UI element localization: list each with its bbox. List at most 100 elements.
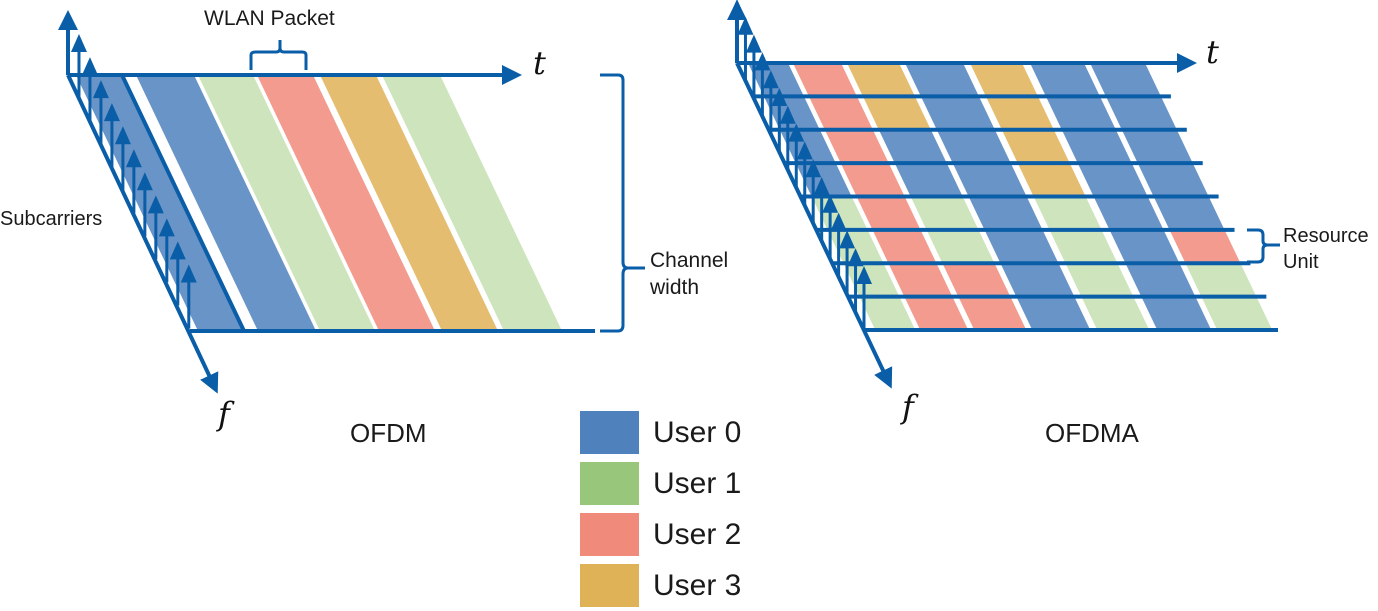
resource-unit-user-2 (958, 296, 1027, 330)
subcarrier-arrowhead (158, 218, 175, 237)
subcarrier-arrowhead (830, 212, 847, 231)
user-legend: User 0 User 1 User 2 User 3 (580, 407, 741, 611)
resource-unit-user-3 (985, 96, 1054, 130)
subcarrier-arrowhead (847, 248, 864, 267)
resource-unit-user-3 (970, 63, 1038, 97)
resource-unit-label-line2: Unit (1283, 251, 1319, 273)
ofdma-t-axis-label: t (1206, 33, 1219, 71)
resource-unit-user-2 (942, 263, 1011, 297)
legend-swatch-user-1 (580, 462, 639, 505)
ofdma-freq-axis (735, 62, 893, 389)
subcarrier-arrowhead (81, 57, 98, 76)
legend-swatch-user-2 (580, 513, 639, 556)
ofdm-f-axis-label: f (216, 395, 235, 433)
subcarrier-arrowhead (745, 34, 762, 53)
subcarrier-arrowhead (771, 88, 788, 106)
resource-unit-user-1 (1049, 229, 1118, 264)
resource-unit-brace (1247, 228, 1280, 264)
channel-width-label-line2: width (649, 276, 699, 299)
legend-swatch-user-0 (580, 411, 639, 454)
legend-item: User 1 (580, 458, 741, 509)
legend-item: User 2 (580, 509, 741, 560)
resource-unit-user-0 (1030, 63, 1100, 97)
resource-unit-user-2 (888, 263, 953, 297)
resource-unit-user-1 (1201, 296, 1273, 330)
legend-label: User 2 (653, 517, 742, 551)
legend-label: User 0 (653, 415, 742, 449)
ofdma-resource-grid (748, 63, 1273, 330)
resource-unit-user-3 (847, 63, 915, 97)
ofdma-subcarrier-arrows (729, 0, 872, 330)
ofdm-t-axis-label: t (533, 44, 546, 82)
ofdm-panel: WLAN Packet Subcarriers Channel width t … (0, 7, 728, 448)
resource-unit-user-0 (1109, 229, 1180, 264)
resource-unit-user-2 (1169, 229, 1241, 264)
ofdm-subcarrier-arrows (60, 11, 197, 329)
resource-unit-user-2 (840, 163, 905, 197)
resource-unit-user-1 (926, 229, 995, 264)
wlan-packet-label: WLAN Packet (204, 7, 335, 30)
resource-unit-label-line1: Resource (1283, 225, 1369, 247)
ofdm-freq-axis (66, 74, 219, 394)
resource-unit-user-2 (856, 196, 921, 230)
resource-unit-user-2 (872, 229, 937, 264)
resource-unit-user-1 (859, 296, 916, 330)
subcarrier-arrowhead (737, 16, 754, 35)
resource-unit-user-0 (1141, 296, 1212, 330)
ofdma-title: OFDMA (1045, 418, 1140, 448)
subcarrier-arrowhead (180, 264, 197, 283)
resource-unit-user-0 (1093, 196, 1164, 230)
resource-unit-user-1 (1065, 263, 1134, 297)
subcarrier-arrowhead (103, 103, 120, 122)
subcarrier-arrowhead (805, 159, 822, 178)
ofdma-row-lines (752, 94, 1278, 332)
legend-swatch-user-3 (580, 564, 639, 607)
subcarrier-arrowhead (147, 195, 164, 214)
subcarrier-arrowhead (70, 34, 87, 53)
resource-unit-user-0 (968, 196, 1043, 230)
resource-unit-user-3 (1017, 163, 1086, 197)
ofdm-packet-user-0 (136, 75, 316, 331)
ofdm-packets (76, 74, 562, 332)
subcarrier-arrowhead (114, 126, 131, 145)
subcarrier-arrowhead (125, 149, 142, 168)
ofdm-packet-user-2 (257, 75, 435, 331)
subcarrier-arrowhead (92, 80, 109, 99)
resource-unit-user-0 (1061, 129, 1132, 164)
resource-unit-user-3 (1001, 129, 1070, 164)
legend-label: User 1 (653, 466, 742, 500)
resource-unit-user-2 (904, 296, 969, 330)
resource-unit-user-0 (894, 163, 963, 197)
subcarriers-label: Subcarriers (0, 208, 102, 230)
resource-unit-user-1 (910, 196, 979, 230)
resource-unit-user-0 (1105, 96, 1177, 130)
subcarrier-arrowhead (796, 141, 813, 160)
subcarrier-arrowhead (779, 105, 796, 124)
subcarrier-arrowhead (822, 194, 839, 213)
resource-unit-user-1 (827, 229, 884, 264)
resource-unit-user-2 (824, 129, 889, 164)
channel-width-label-line1: Channel (650, 249, 728, 272)
resource-unit-user-3 (862, 96, 931, 130)
resource-unit-user-0 (1090, 63, 1161, 97)
legend-item: User 3 (580, 560, 741, 611)
subcarrier-arrowhead (136, 172, 153, 191)
ofdma-panel: Resource Unit t f OFDMA (727, 0, 1369, 448)
legend-label: User 3 (653, 568, 742, 602)
resource-unit-user-0 (1137, 163, 1209, 197)
subcarrier-arrowhead (788, 123, 805, 142)
resource-unit-user-2 (793, 63, 857, 97)
resource-unit-user-1 (811, 196, 868, 230)
resource-unit-user-0 (952, 163, 1027, 197)
resource-unit-user-0 (920, 96, 995, 130)
ofdm-band-edge (120, 74, 246, 332)
resource-unit-user-0 (1121, 129, 1193, 164)
ofdm-title: OFDM (350, 418, 427, 448)
resource-unit-user-1 (1033, 196, 1102, 230)
resource-unit-user-2 (808, 96, 873, 130)
resource-unit-user-1 (1185, 263, 1257, 297)
resource-unit-user-1 (843, 263, 900, 297)
resource-unit-user-0 (1125, 263, 1196, 297)
resource-unit-user-0 (905, 63, 979, 97)
